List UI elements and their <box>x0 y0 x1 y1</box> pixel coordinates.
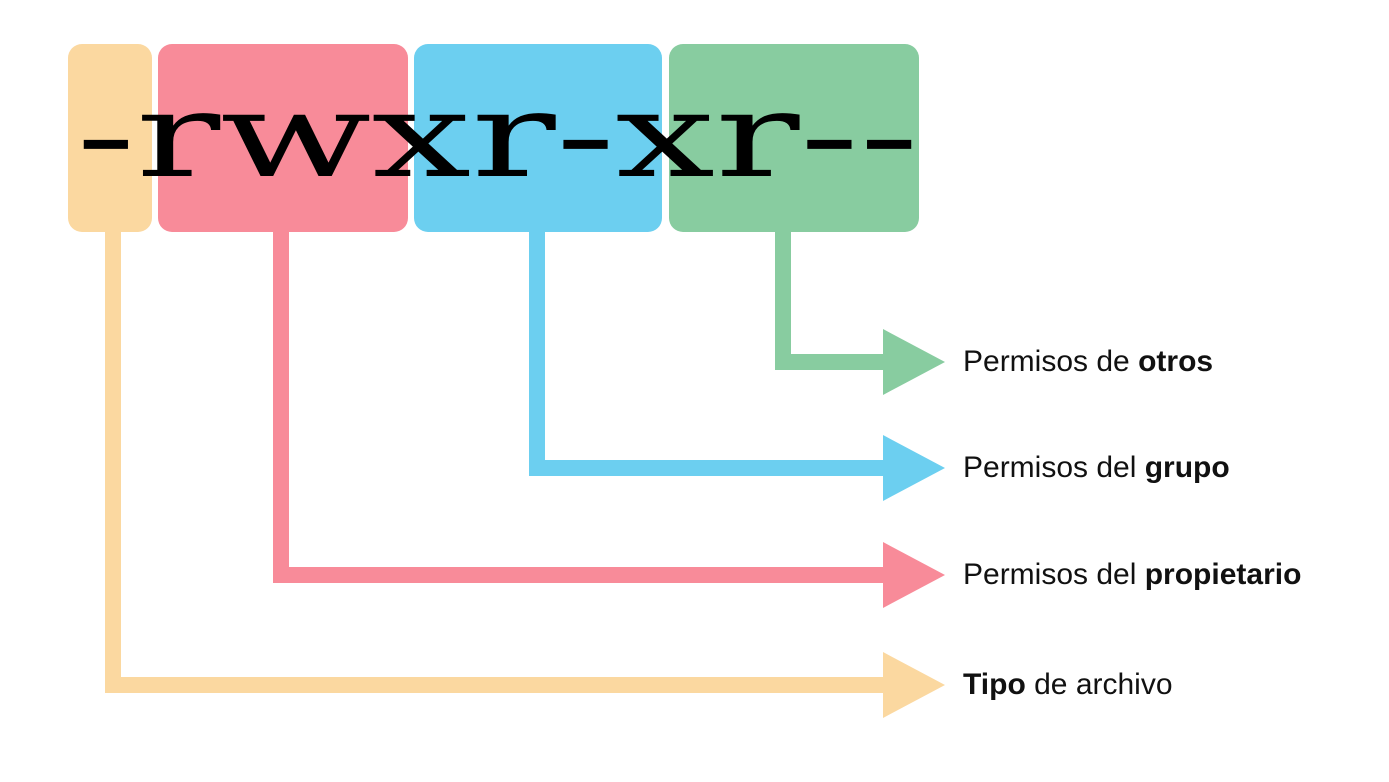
segment-box-group <box>414 44 662 232</box>
connector-group <box>529 224 945 501</box>
segment-box-owner <box>158 44 408 232</box>
arrowhead-others <box>883 329 945 395</box>
label-type: Tipo de archivo <box>963 670 1173 700</box>
label-others: Permisos de otros <box>963 347 1213 377</box>
label-group: Permisos del grupo <box>963 453 1230 483</box>
connector-others <box>775 224 945 395</box>
arrowhead-group <box>883 435 945 501</box>
label-group-bold: grupo <box>1144 451 1230 484</box>
connector-owner <box>273 224 945 608</box>
label-group-prefix: Permisos del <box>963 451 1145 484</box>
segment-box-others <box>669 44 919 232</box>
arrowhead-owner <box>883 542 945 608</box>
arrowhead-type <box>883 652 945 718</box>
label-type-bold: Tipo <box>963 668 1026 701</box>
label-others-bold: otros <box>1138 345 1214 378</box>
connector-type-line <box>105 224 886 693</box>
label-owner-prefix: Permisos del <box>963 558 1145 591</box>
segment-box-type <box>68 44 152 232</box>
connector-owner-line <box>273 224 886 583</box>
label-owner-bold: propietario <box>1144 558 1302 591</box>
label-type-suffix: de archivo <box>1025 668 1173 701</box>
label-others-prefix: Permisos de <box>963 345 1139 378</box>
label-owner: Permisos del propietario <box>963 560 1301 590</box>
connector-others-line <box>775 224 886 370</box>
connector-type <box>105 224 945 718</box>
connector-group-line <box>529 224 886 476</box>
